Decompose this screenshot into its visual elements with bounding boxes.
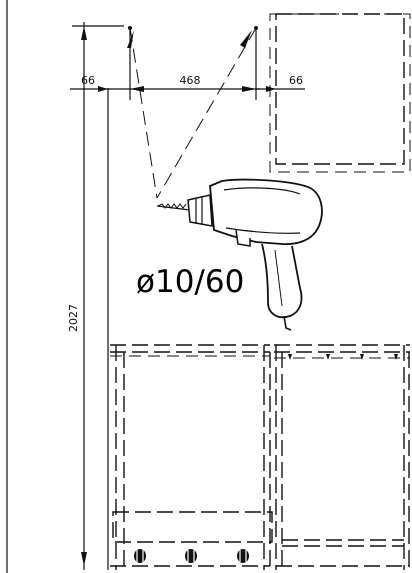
horizontal-dimensions: 66 468 66 [70,28,305,100]
sight-lines [127,27,257,199]
drill-icon [156,178,323,331]
height-dimension: 2027 [67,22,124,570]
upper-cabinet-outline [269,13,411,173]
height-dimension-label: 2027 [67,304,80,332]
foot-icon [237,549,249,563]
left-offset-label: 66 [81,74,95,87]
foot-icon [134,549,146,563]
lower-cabinet-left-outline [110,344,273,570]
adjustable-feet [134,549,249,563]
spacing-label: 468 [180,74,201,87]
drill-spec-label: ø10/60 [136,264,244,300]
hinge-markers [288,354,398,360]
lower-cabinet-right-outline [274,344,410,570]
foot-icon [185,549,197,563]
right-offset-label: 66 [289,74,303,87]
